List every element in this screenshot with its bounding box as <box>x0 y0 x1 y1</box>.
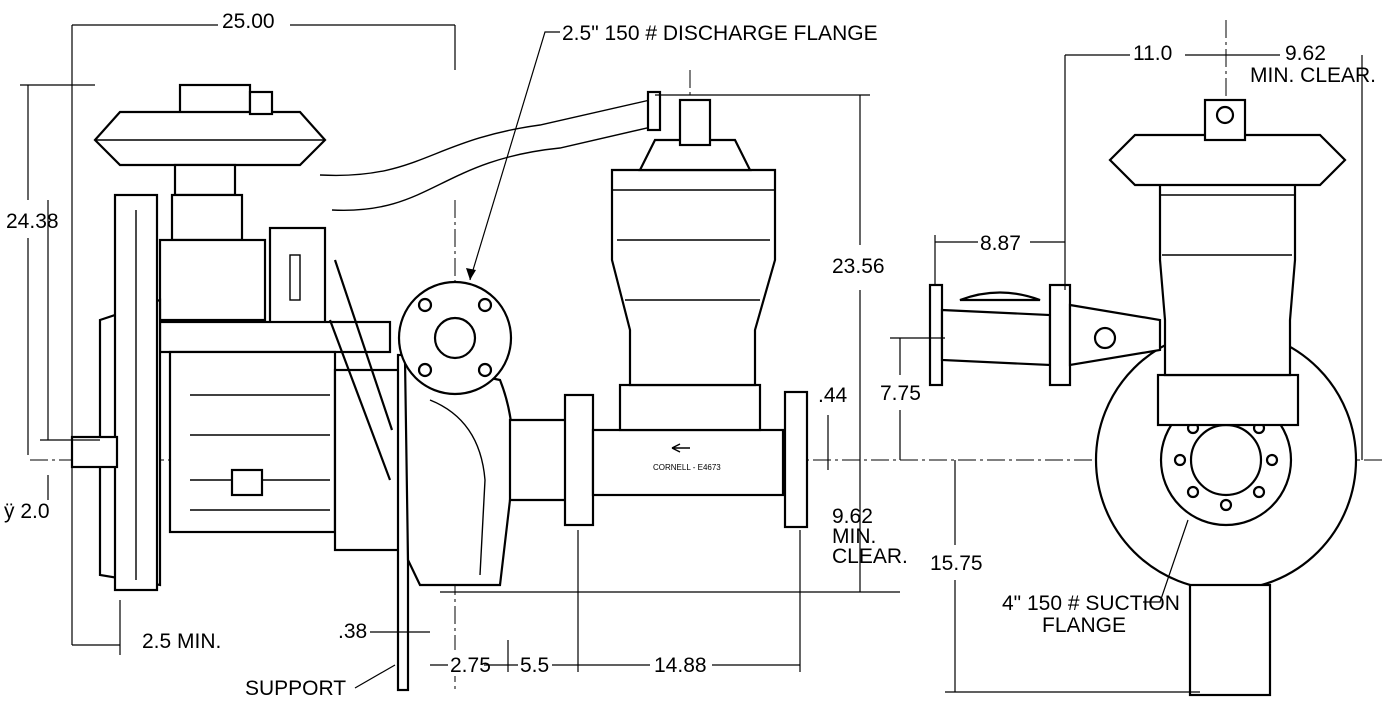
dim-flange-offset: .44 <box>818 384 848 407</box>
bell-housing <box>333 368 407 552</box>
dim-offset-5-5: 5.5 <box>520 654 549 677</box>
actuator-housing <box>158 238 267 322</box>
suction-flange-callout-line1: 4" 150 # SUCTION <box>1002 592 1180 615</box>
drive-shaft <box>70 435 119 469</box>
sensing-line-upper <box>319 99 651 177</box>
sensing-line-fitting <box>646 90 662 132</box>
control-box <box>268 226 327 328</box>
dim-pipe-length: 14.88 <box>654 654 707 677</box>
pipe-tee-body <box>591 428 785 497</box>
pipe-reducer <box>508 418 572 502</box>
dim-min-clear-bottom-min: MIN. <box>832 525 876 548</box>
pipe-flange-right <box>783 390 809 529</box>
suction-flange-bore <box>1189 423 1263 497</box>
end-view-bonnet <box>1156 373 1300 427</box>
engine-block <box>168 350 337 534</box>
end-view-actuator <box>1158 173 1297 377</box>
dim-min-clear-bottom-value: 9.62 <box>832 505 873 528</box>
suction-flange-leader <box>1143 519 1189 603</box>
end-view-base-pipe <box>1188 583 1272 697</box>
end-view <box>928 98 1358 697</box>
pipe-marking: CORNELL - E4673 <box>653 463 721 472</box>
valve-actuator <box>610 168 777 387</box>
dim-end-min-clear-value: 9.62 <box>1285 42 1326 65</box>
dim-min-clear-bottom-clear: CLEAR. <box>832 545 908 568</box>
end-view-pipe-flange-left <box>928 283 944 387</box>
callouts: 2.5" 150 # DISCHARGE FLANGE 4" 150 # SUC… <box>466 22 1189 637</box>
dim-end-15-75: 15.75 <box>930 552 983 575</box>
regulator-port <box>248 90 274 116</box>
regulator-diaphragm <box>93 83 327 197</box>
discharge-leader-arrow-icon <box>466 268 476 280</box>
tension-rod-upper <box>333 259 394 431</box>
end-view-cover <box>959 291 1041 302</box>
engine-port <box>230 468 264 497</box>
discharge-flange <box>397 280 513 396</box>
discharge-flange-leader <box>469 31 560 281</box>
dim-total-height: 24.38 <box>6 210 59 233</box>
tension-rod-lower <box>328 319 392 481</box>
dim-min-clearance-left: 2.5 MIN. <box>142 630 221 653</box>
dim-end-width: 11.0 <box>1133 42 1172 65</box>
sensing-line-lower <box>331 124 661 211</box>
regulator-stem <box>173 163 237 197</box>
side-view: CORNELL - E4673 <box>70 83 809 692</box>
flow-arrow-icon <box>671 443 690 453</box>
dim-shaft-offset: ÿ 2.0 <box>4 500 50 523</box>
regulator-body <box>93 110 327 167</box>
dimensions: 25.00 24.38 ÿ 2.0 2.5 MIN. .38 SUPPORT 2… <box>4 10 1376 700</box>
end-view-regulator <box>1108 133 1347 187</box>
actuator-neck <box>170 193 244 242</box>
engine-top-rail <box>158 320 392 354</box>
valve-bonnet-base <box>618 383 762 432</box>
suction-flange-callout-line2: FLANGE <box>1042 614 1126 637</box>
valve-top-fitting <box>678 98 712 147</box>
end-view-side-pipe <box>940 308 1052 367</box>
dim-end-7-75: 7.75 <box>880 382 921 405</box>
dim-end-min-clear-label: MIN. CLEAR. <box>1250 64 1376 87</box>
pipe-flange-left <box>563 393 595 527</box>
support-label: SUPPORT <box>245 677 346 700</box>
discharge-flange-callout: 2.5" 150 # DISCHARGE FLANGE <box>562 22 878 45</box>
discharge-flange-bore <box>433 316 477 360</box>
dim-support-thickness: .38 <box>338 620 367 643</box>
dim-end-8-87: 8.87 <box>980 232 1021 255</box>
dim-offset-2-75: 2.75 <box>450 654 491 677</box>
dim-overall-length: 25.00 <box>222 10 275 33</box>
dim-valve-height: 23.56 <box>832 255 885 278</box>
end-view-pipe-flange-right <box>1048 283 1072 387</box>
valve-top-cover <box>638 138 752 172</box>
